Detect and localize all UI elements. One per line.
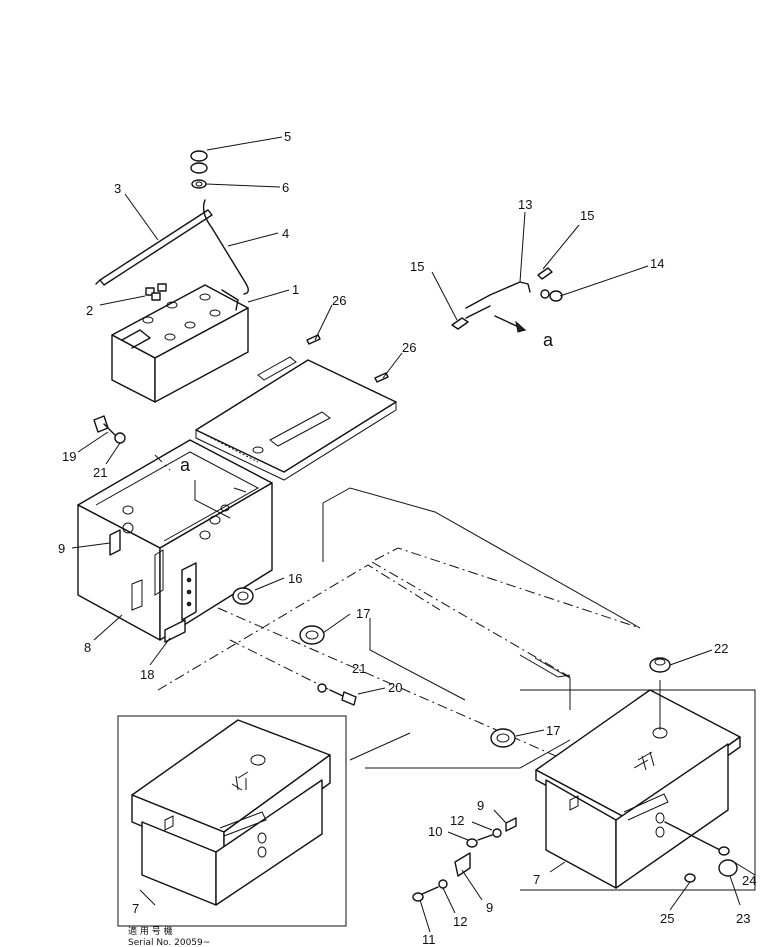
callout-21-a: 21 <box>93 465 107 480</box>
callout-17-b: 17 <box>546 723 560 738</box>
callout-21-b: 21 <box>352 661 366 676</box>
callout-3: 3 <box>114 181 121 196</box>
battery <box>111 284 249 403</box>
callout-14: 14 <box>650 256 664 271</box>
plug-23-24 <box>664 821 738 883</box>
callout-7-b: 7 <box>533 872 540 887</box>
callout-25: 25 <box>660 911 674 926</box>
callout-7-a: 7 <box>132 901 139 916</box>
view-marker-a-lower: a <box>180 455 191 475</box>
leader-lines <box>71 136 756 933</box>
callout-8: 8 <box>84 640 91 655</box>
callout-11: 11 <box>422 932 436 947</box>
callout-numbers: 5 6 3 4 1 2 26 26 13 15 15 14 19 21 9 8 … <box>58 129 756 947</box>
callout-22: 22 <box>714 641 728 656</box>
callout-24: 24 <box>742 873 756 888</box>
fasteners-lower <box>412 817 517 902</box>
callout-26-a: 26 <box>332 293 346 308</box>
callout-18: 18 <box>140 667 154 682</box>
grommet-17-lower <box>490 728 516 748</box>
callout-26-b: 26 <box>402 340 416 355</box>
callout-9-b: 9 <box>477 798 484 813</box>
serial-note-label: 適 用 号 機 <box>128 925 173 937</box>
bolt-19 <box>93 415 126 444</box>
callout-23: 23 <box>736 911 750 926</box>
tool-box <box>520 680 756 891</box>
serial-note-number: Serial No. 20059~ <box>128 938 210 947</box>
battery-box <box>77 439 273 641</box>
callout-19: 19 <box>62 449 76 464</box>
callout-12-a: 12 <box>450 813 464 828</box>
j-bolt <box>202 199 249 295</box>
callout-2: 2 <box>86 303 93 318</box>
cap-22 <box>649 657 671 673</box>
callout-15-b: 15 <box>410 259 424 274</box>
mounting-bracket <box>164 562 197 643</box>
battery-box-lid <box>195 356 397 481</box>
terminal-bolts <box>145 283 167 301</box>
callout-20: 20 <box>388 680 402 695</box>
callout-4: 4 <box>282 226 289 241</box>
grommet-17-upper <box>299 625 325 645</box>
callout-12-b: 12 <box>453 914 467 929</box>
callout-6: 6 <box>282 180 289 195</box>
callout-10: 10 <box>428 824 442 839</box>
callout-13: 13 <box>518 197 532 212</box>
stay-left <box>109 529 121 556</box>
inset-frame <box>117 715 347 927</box>
callout-9-a: 9 <box>58 541 65 556</box>
bolt-20 <box>317 683 357 706</box>
callout-1: 1 <box>292 282 299 297</box>
callout-16: 16 <box>288 571 302 586</box>
battery-hold-bar <box>95 209 213 286</box>
callout-17-a: 17 <box>356 606 370 621</box>
rod-13 <box>451 267 563 333</box>
callout-5: 5 <box>284 129 291 144</box>
callout-15-a: 15 <box>580 208 594 223</box>
grommet-16 <box>232 587 254 605</box>
view-marker-a-upper: a <box>543 330 554 350</box>
callout-9-c: 9 <box>486 900 493 915</box>
nut-stack <box>190 150 208 189</box>
